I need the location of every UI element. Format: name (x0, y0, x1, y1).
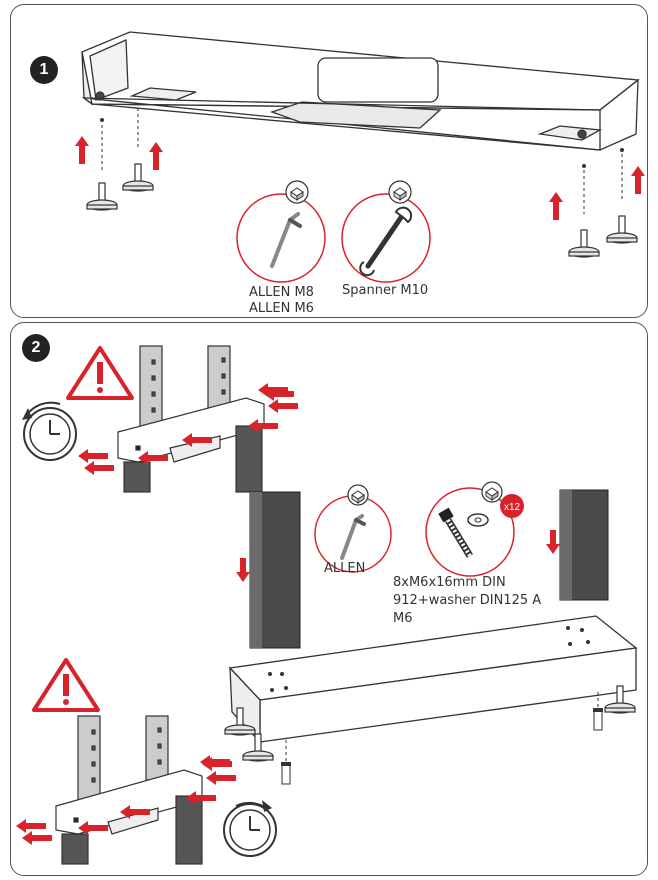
down-arrow (236, 558, 250, 582)
allen-m8-label: ALLEN M8 (249, 285, 314, 300)
clock-clockwise-icon (223, 800, 277, 857)
up-arrow-3 (549, 192, 563, 220)
spanner-icon (359, 206, 413, 277)
upright-leg-left (249, 491, 301, 649)
allen-key-tool-circle (236, 180, 326, 283)
up-arrow-4 (631, 166, 645, 194)
step-2-panel (10, 322, 648, 876)
leveling-foot-2 (122, 108, 154, 192)
bolt-icon (281, 740, 291, 785)
upright-leg-right (559, 489, 609, 601)
clock-counterclockwise-icon (22, 401, 77, 461)
step-1-number: 1 (30, 56, 58, 84)
screw-spec-line-2: 912+washer DIN125 A (393, 593, 542, 608)
leveling-foot-3 (568, 164, 600, 258)
up-arrow-1 (75, 136, 89, 164)
bracket-detail-bottom (55, 715, 203, 865)
spanner-label: Spanner M10 (342, 283, 429, 298)
screw-spec-line-3: M6 (393, 611, 413, 626)
base-frame-bottom-view (81, 31, 640, 151)
box-icon (393, 187, 407, 201)
base-frame-top-view (224, 615, 638, 762)
quantity-badge (500, 494, 524, 518)
spanner-tool-circle (341, 180, 431, 283)
leveling-foot-1 (86, 118, 118, 211)
warning-icon (66, 346, 134, 400)
leveling-foot-4 (606, 148, 638, 244)
allen-key-icon (270, 212, 302, 268)
box-icon (290, 187, 304, 201)
allen-m6-label: ALLEN M6 (249, 301, 314, 316)
bolt-icon (593, 692, 603, 731)
down-arrow (546, 530, 560, 554)
allen-key-tool-circle-2 (314, 484, 392, 573)
screw-washer-tool-circle: x12 (425, 481, 524, 577)
quantity-badge-text: x12 (504, 502, 521, 513)
step-2-number: 2 (22, 334, 50, 362)
allen-label: ALLEN (324, 561, 366, 576)
warning-icon (32, 658, 100, 712)
screw-washer-icon (438, 507, 489, 558)
up-arrow-2 (149, 142, 163, 170)
screw-spec-line-1: 8xM6x16mm DIN (393, 575, 506, 590)
